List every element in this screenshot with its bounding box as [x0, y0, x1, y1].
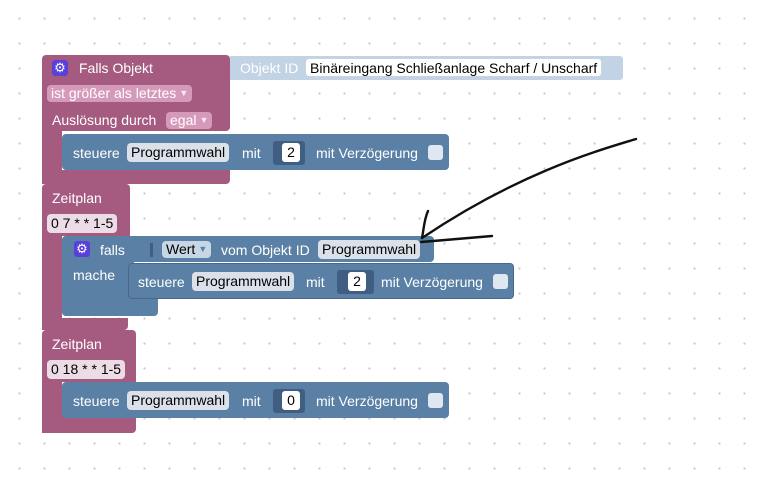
action-value-input[interactable]: 2: [282, 143, 300, 162]
triangle-down-icon: ▼: [198, 244, 208, 254]
if-do-label: mache: [73, 267, 116, 283]
action-value-input[interactable]: 0: [282, 391, 300, 410]
schedule1-foot: [42, 318, 128, 330]
object-id-field[interactable]: Binäreingang Schließanlage Scharf / Unsc…: [305, 58, 603, 77]
arrow-head-top: [420, 209, 430, 240]
delay-label: mit Verzögerung: [316, 145, 418, 161]
delay-checkbox[interactable]: [428, 145, 443, 160]
schedule1-spine: [42, 230, 62, 330]
schedule2-cron-input[interactable]: 0 18 * * 1-5: [47, 360, 126, 379]
arrow-line: [420, 137, 638, 240]
condition-label: ist größer als letztes: [51, 85, 177, 101]
action-mit: mit: [242, 145, 261, 161]
schedule1-cron-input[interactable]: 0 7 * * 1-5: [47, 214, 118, 233]
schedule1-title: Zeitplan: [52, 190, 102, 206]
trigger-block-spine: [42, 120, 62, 184]
value-dropdown-label: Wert: [166, 241, 196, 257]
triangle-down-icon: ▼: [199, 115, 209, 125]
action-mit: mit: [306, 274, 325, 290]
schedule2-foot: [42, 415, 136, 433]
if-object-field[interactable]: Programmwahl: [318, 240, 421, 259]
delay-label: mit Verzögerung: [381, 274, 483, 290]
delay-label: mit Verzögerung: [316, 393, 418, 409]
gear-icon[interactable]: ⚙: [74, 241, 90, 257]
action-prefix: steuere: [73, 145, 120, 161]
input-socket: [150, 243, 153, 257]
condition-dropdown[interactable]: ist größer als letztes ▼: [47, 85, 193, 102]
gear-icon[interactable]: ⚙: [52, 60, 68, 76]
value-dropdown[interactable]: Wert ▼: [162, 241, 212, 258]
action-target[interactable]: Programmwahl: [127, 391, 230, 410]
object-id-label: Objekt ID: [240, 60, 299, 76]
delay-checkbox[interactable]: [493, 274, 508, 289]
schedule2-action-block[interactable]: [62, 382, 449, 418]
action-mit: mit: [242, 393, 261, 409]
action-value-input[interactable]: 2: [348, 272, 366, 291]
trigger-block-foot: [42, 170, 230, 184]
if-falls-label: falls: [100, 242, 125, 258]
schedule2-title: Zeitplan: [52, 336, 102, 352]
trigger-action-block[interactable]: [62, 134, 449, 170]
trigger-title: Falls Objekt: [79, 60, 153, 76]
if-from-label: vom Objekt ID: [221, 242, 310, 258]
action-target[interactable]: Programmwahl: [192, 272, 295, 291]
action-prefix: steuere: [73, 393, 120, 409]
action-target[interactable]: Programmwahl: [127, 143, 230, 162]
source-value: egal: [170, 112, 197, 128]
if-block-foot: [62, 299, 158, 316]
source-label: Auslösung durch: [52, 112, 157, 128]
action-prefix: steuere: [138, 274, 185, 290]
source-dropdown[interactable]: egal ▼: [166, 112, 213, 129]
triangle-down-icon: ▼: [179, 88, 189, 98]
delay-checkbox[interactable]: [428, 393, 443, 408]
